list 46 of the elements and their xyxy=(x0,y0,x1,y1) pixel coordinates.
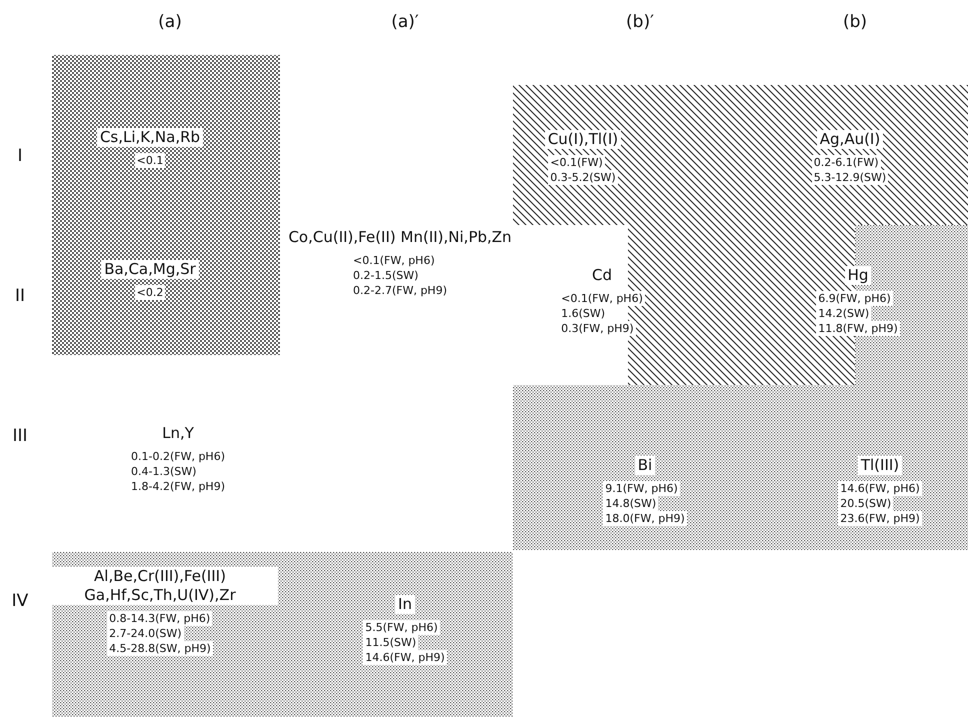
element-symbols: Bi xyxy=(634,456,656,475)
column-heading: (a) xyxy=(157,12,183,32)
value-text: 0.2-2.7(FW, pH9) xyxy=(351,283,449,298)
value-text: 14.6(FW, pH9) xyxy=(363,650,447,665)
value-text: 20.5(SW) xyxy=(838,496,894,511)
element-symbols: Ba,Ca,Mg,Sr xyxy=(101,260,199,279)
value-text: 11.5(SW) xyxy=(363,635,418,650)
value-text: 9.1(FW, pH6) xyxy=(603,481,680,496)
value-text: <0.1(FW) xyxy=(548,155,605,170)
value-text: 1.8-4.2(FW, pH9) xyxy=(129,479,227,494)
element-symbols: Cs,Li,K,Na,Rb xyxy=(96,128,204,147)
row-numeral: II xyxy=(14,286,26,306)
value-text: 0.4-1.3(SW) xyxy=(129,464,198,479)
value-text: 5.5(FW, pH6) xyxy=(363,620,440,635)
value-text: 4.5-28.8(SW, pH9) xyxy=(107,641,213,656)
value-text: 1.6(SW) xyxy=(559,306,608,321)
element-symbols: Tl(III) xyxy=(858,456,902,475)
value-text: 2.7-24.0(SW) xyxy=(107,626,184,641)
column-heading: (a)′ xyxy=(390,12,420,32)
element-symbols: Ag,Au(I) xyxy=(816,130,884,149)
value-text: <0.2 xyxy=(134,285,166,300)
row-numeral: IV xyxy=(10,591,30,611)
value-text: 0.2-6.1(FW) xyxy=(812,155,881,170)
value-text: 14.8(SW) xyxy=(603,496,658,511)
value-text: 0.1-0.2(FW, pH6) xyxy=(129,449,227,464)
value-text: <0.1(FW, pH6) xyxy=(351,253,437,268)
value-text: 18.0(FW, pH9) xyxy=(603,511,687,526)
value-text: 0.3-5.2(SW) xyxy=(548,170,618,185)
value-text: <0.1(FW, pH6) xyxy=(559,291,645,306)
column-heading: (b) xyxy=(842,12,868,32)
value-text: 11.8(FW, pH9) xyxy=(816,321,900,336)
value-text: 14.6(FW, pH6) xyxy=(838,481,922,496)
value-text: <0.1 xyxy=(134,153,166,168)
element-symbols: In xyxy=(395,595,415,614)
element-symbols: Hg xyxy=(844,266,872,285)
value-text: 0.2-1.5(SW) xyxy=(351,268,420,283)
value-text: 6.9(FW, pH6) xyxy=(816,291,893,306)
value-text: 23.6(FW, pH9) xyxy=(838,511,922,526)
value-text: 5.3-12.9(SW) xyxy=(812,170,888,185)
row-numeral: III xyxy=(11,426,29,446)
value-text: 0.3(FW, pH9) xyxy=(559,321,636,336)
column-heading: (b)′ xyxy=(625,12,655,32)
element-symbols: Cu(I),Tl(I) xyxy=(544,130,622,149)
row-numeral: I xyxy=(16,146,24,166)
value-text: 14.2(SW) xyxy=(816,306,872,321)
value-text: 0.8-14.3(FW, pH6) xyxy=(107,611,212,626)
